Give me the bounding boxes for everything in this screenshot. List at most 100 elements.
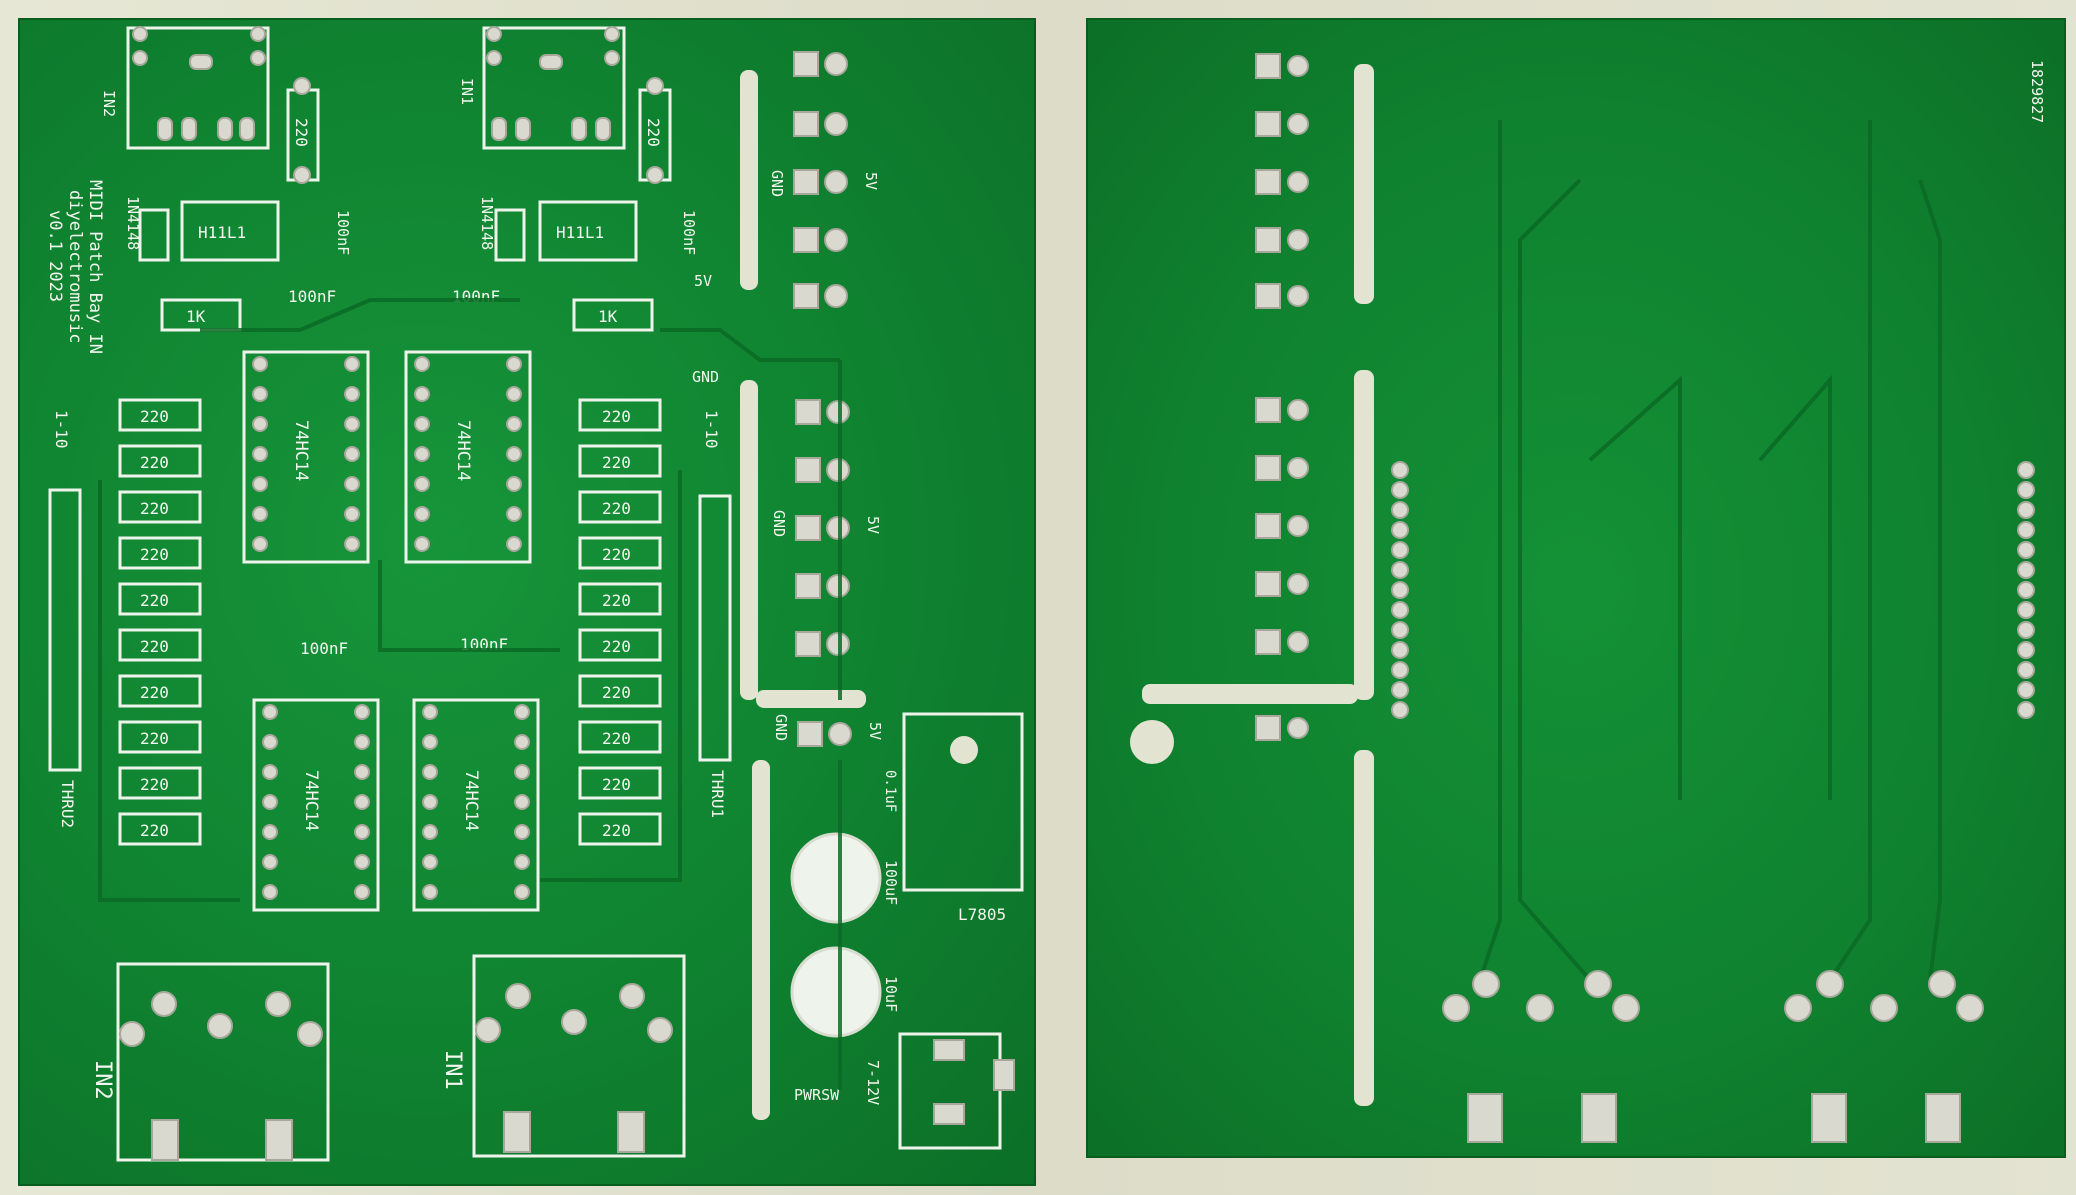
jack-label-in1: IN1 bbox=[440, 1050, 465, 1090]
gnd-label-header: GND bbox=[692, 368, 719, 386]
header-thru2 bbox=[48, 488, 82, 772]
svg-text:220: 220 bbox=[140, 545, 169, 564]
back-slot-4 bbox=[1354, 750, 1374, 1106]
svg-text:220: 220 bbox=[602, 407, 631, 426]
gnd-label-2: GND bbox=[770, 510, 788, 537]
connector-label-in1: IN1 bbox=[458, 78, 476, 105]
opto-right-label: H11L1 bbox=[556, 223, 604, 242]
back-jack-pads bbox=[1442, 970, 1984, 1143]
pcb-back bbox=[1086, 18, 2066, 1158]
regulator-outline bbox=[902, 712, 1024, 892]
svg-text:220: 220 bbox=[602, 683, 631, 702]
title-line-1: MIDI Patch Bay IN bbox=[85, 180, 105, 354]
din-outline-in1 bbox=[482, 26, 626, 150]
cap-100uf-label: 100uF bbox=[882, 860, 900, 905]
supply-label: 7-12V bbox=[864, 1060, 882, 1105]
svg-text:220: 220 bbox=[602, 821, 631, 840]
connector-label-in2: IN2 bbox=[100, 90, 118, 117]
svg-text:220: 220 bbox=[140, 775, 169, 794]
cap-100nf-6: 100nF bbox=[680, 210, 698, 255]
back-traces bbox=[1478, 120, 1942, 982]
slot-2 bbox=[740, 380, 758, 700]
jack-outline-in1 bbox=[472, 954, 686, 1158]
front-traces bbox=[98, 298, 842, 1090]
cap-10uf bbox=[790, 946, 882, 1038]
opto-right bbox=[538, 200, 638, 262]
jack-outline-in2 bbox=[116, 962, 330, 1162]
resistor-stack-right-labels: 220 220 220 220 220 220 220 220 220 220 bbox=[602, 407, 631, 840]
pwrsw-label: PWRSW bbox=[794, 1086, 840, 1104]
gnd-label-3: GND bbox=[772, 714, 790, 741]
resistor-1k-right-label: 1K bbox=[598, 307, 618, 326]
resistor-stack-right bbox=[578, 398, 662, 846]
svg-text:220: 220 bbox=[140, 453, 169, 472]
5v-label-2: 5V bbox=[864, 516, 882, 534]
title-line-3: v0.1 2023 bbox=[45, 210, 65, 302]
svg-text:220: 220 bbox=[602, 775, 631, 794]
ic-u1 bbox=[242, 350, 370, 564]
svg-text:220: 220 bbox=[602, 729, 631, 748]
svg-text:220: 220 bbox=[602, 637, 631, 656]
din-pins-in2 bbox=[132, 26, 266, 141]
slot-4 bbox=[752, 760, 770, 1120]
board-id-label: 1829827 bbox=[2028, 60, 2046, 123]
svg-text:220: 220 bbox=[140, 729, 169, 748]
diode-left bbox=[138, 208, 170, 262]
5v-label-header: 5V bbox=[694, 272, 712, 290]
back-slot-3 bbox=[1142, 684, 1358, 704]
svg-text:220: 220 bbox=[140, 499, 169, 518]
svg-text:220: 220 bbox=[602, 499, 631, 518]
resistor-stack-left bbox=[118, 398, 202, 846]
header-thru1 bbox=[698, 494, 732, 762]
svg-text:220: 220 bbox=[140, 407, 169, 426]
power-pads-front bbox=[793, 51, 852, 747]
svg-text:220: 220 bbox=[140, 821, 169, 840]
title-line-2: diyelectromusic bbox=[65, 190, 85, 344]
ic-u1-label: 74HC14 bbox=[291, 420, 311, 481]
din-pins-in1 bbox=[486, 26, 620, 141]
opto-left bbox=[180, 200, 280, 262]
ic-pads bbox=[252, 356, 530, 900]
jack-pads bbox=[119, 983, 673, 1161]
resistor-top-left-label: 220 bbox=[292, 118, 311, 147]
ic-u4-label: 74HC14 bbox=[461, 770, 481, 831]
resistor-top-right-label: 220 bbox=[644, 118, 663, 147]
gnd-label-1: GND bbox=[768, 170, 786, 197]
header-thru2-bottom-label: THRU2 bbox=[58, 780, 77, 828]
regulator-hole bbox=[950, 736, 978, 764]
cap-100uf bbox=[790, 832, 882, 924]
svg-text:220: 220 bbox=[602, 453, 631, 472]
back-power-pads bbox=[1255, 53, 1309, 741]
header-thru1-bottom-label: THRU1 bbox=[708, 770, 727, 818]
cap-100nf-1: 100nF bbox=[288, 287, 336, 306]
ic-u4 bbox=[412, 698, 540, 912]
resistor-1k-right bbox=[572, 298, 654, 332]
diode-left-label: 1N4148 bbox=[124, 196, 142, 250]
slot-3 bbox=[756, 690, 866, 708]
cap-10uf-label: 10uF bbox=[882, 976, 900, 1012]
svg-text:220: 220 bbox=[602, 545, 631, 564]
header-thru1-top-label: 1-10 bbox=[702, 410, 721, 449]
opto-left-label: H11L1 bbox=[198, 223, 246, 242]
ic-u3-label: 74HC14 bbox=[301, 770, 321, 831]
back-slot-1 bbox=[1354, 64, 1374, 304]
back-ic-pad-columns bbox=[1391, 461, 2035, 719]
diode-right bbox=[494, 208, 526, 262]
jack-label-in2: IN2 bbox=[90, 1060, 115, 1100]
cap-100nf-3: 100nF bbox=[300, 639, 348, 658]
svg-text:220: 220 bbox=[140, 637, 169, 656]
diode-right-label: 1N4148 bbox=[478, 196, 496, 250]
header-thru2-top-label: 1-10 bbox=[52, 410, 71, 449]
regulator-label: L7805 bbox=[958, 905, 1006, 924]
back-slot-2 bbox=[1354, 370, 1374, 700]
svg-text:220: 220 bbox=[602, 591, 631, 610]
front-artwork: IN2 IN1 220 220 MIDI Patch Bay IN diyele… bbox=[45, 26, 1024, 1162]
cap-100nf-5: 100nF bbox=[334, 210, 352, 255]
5v-label-3: 5V bbox=[866, 722, 884, 740]
back-mount-hole bbox=[1130, 720, 1174, 764]
cap-01uf-label: 0.1uF bbox=[882, 770, 898, 812]
5v-label-1: 5V bbox=[862, 172, 880, 190]
back-artwork: 1829827 bbox=[1130, 53, 2046, 1143]
